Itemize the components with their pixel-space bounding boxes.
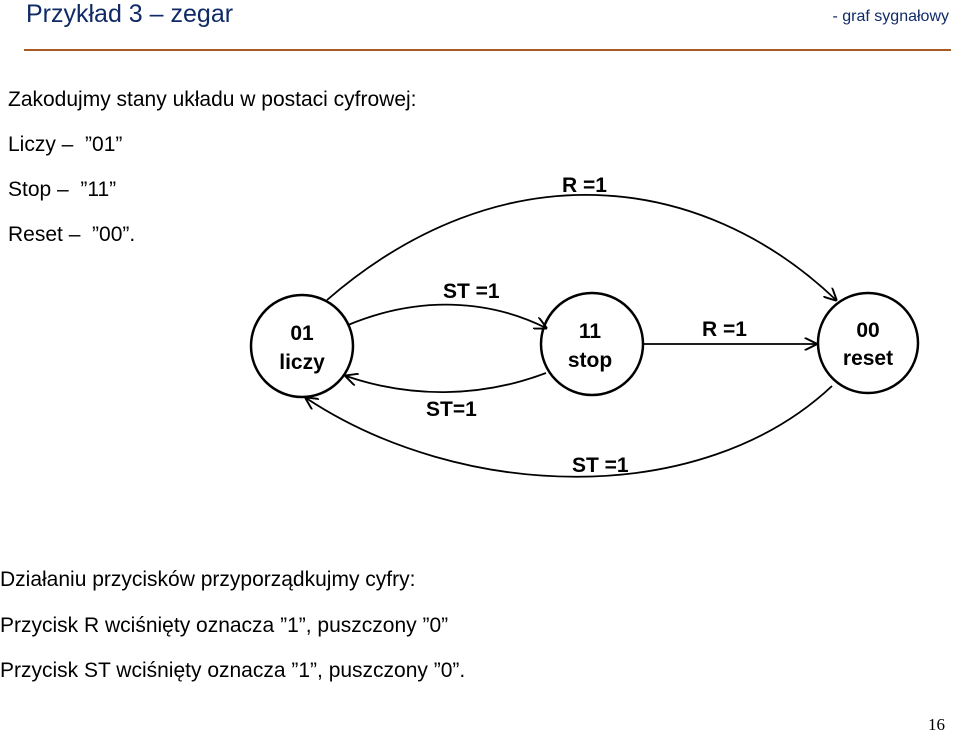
label-liczy-stop: ST =1 [443, 280, 500, 303]
state-stop-name: stop [568, 349, 612, 372]
label-reset-liczy: ST =1 [572, 454, 629, 477]
state-stop-code: 11 [579, 320, 602, 343]
header-divider [24, 49, 951, 51]
state-liczy-code: 01 [290, 322, 314, 345]
footer-line-1: Działaniu przycisków przyporządkujmy cyf… [0, 568, 416, 591]
slide-title: Przykład 3 – zegar [26, 0, 234, 28]
arrow-liczy-to-reset [326, 193, 836, 300]
label-stop-liczy: ST=1 [426, 398, 477, 421]
state-reset-name: reset [843, 347, 893, 370]
arrow-stop-to-liczy [346, 372, 547, 394]
slide-subtitle: - graf sygnałowy [832, 8, 950, 25]
state-stop: 11 stop [539, 291, 645, 397]
label-stop-reset: R =1 [702, 318, 747, 341]
intro-line-1: Zakodujmy stany układu w postaci cyfrowe… [8, 88, 417, 111]
state-liczy-name: liczy [279, 351, 325, 374]
intro-line-2: Liczy – ”01” [8, 133, 123, 156]
state-reset: 00 reset [816, 291, 920, 395]
state-liczy: 01 liczy [249, 293, 355, 399]
intro-line-3: Stop – ”11” [8, 178, 117, 201]
arrow-reset-to-liczy [306, 385, 833, 478]
state-reset-code: 00 [856, 319, 879, 342]
label-liczy-reset: R =1 [562, 174, 607, 197]
arrow-liczy-to-stop [347, 303, 546, 328]
footer-line-3: Przycisk ST wciśnięty oznacza ”1”, puszc… [0, 659, 466, 682]
page-number: 16 [928, 715, 945, 734]
intro-line-4: Reset – ”00”. [8, 223, 136, 246]
footer-line-2: Przycisk R wciśnięty oznacza ”1”, puszcz… [0, 614, 449, 637]
